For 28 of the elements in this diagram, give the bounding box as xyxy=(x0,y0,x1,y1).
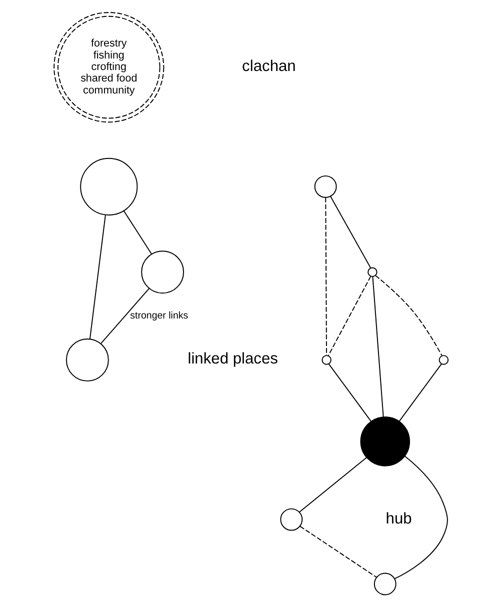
connector xyxy=(122,210,152,255)
connector xyxy=(398,363,442,422)
connector xyxy=(327,276,371,356)
edge-label: stronger links xyxy=(130,310,188,322)
connector xyxy=(88,214,106,340)
node-circle xyxy=(80,158,138,216)
node-circle xyxy=(314,175,336,198)
label: clachan xyxy=(242,58,296,75)
node-circle xyxy=(438,355,448,365)
node-circle xyxy=(140,250,184,294)
connector xyxy=(328,363,371,422)
node-circle xyxy=(65,338,108,382)
node-circle xyxy=(280,508,302,531)
connector xyxy=(298,456,367,513)
node-circle: forestry fishing crofting shared food community xyxy=(53,12,164,123)
label: linked places xyxy=(187,350,278,368)
node-circle xyxy=(360,416,410,466)
node-circle xyxy=(321,355,331,365)
label: hub xyxy=(385,510,412,528)
connector xyxy=(394,456,448,580)
node-circle xyxy=(367,267,377,277)
connector xyxy=(372,276,384,418)
connector xyxy=(100,288,150,344)
connector xyxy=(374,275,442,356)
connector xyxy=(299,526,376,578)
node-circle xyxy=(373,572,396,596)
connector xyxy=(324,197,327,356)
connector xyxy=(329,196,371,268)
